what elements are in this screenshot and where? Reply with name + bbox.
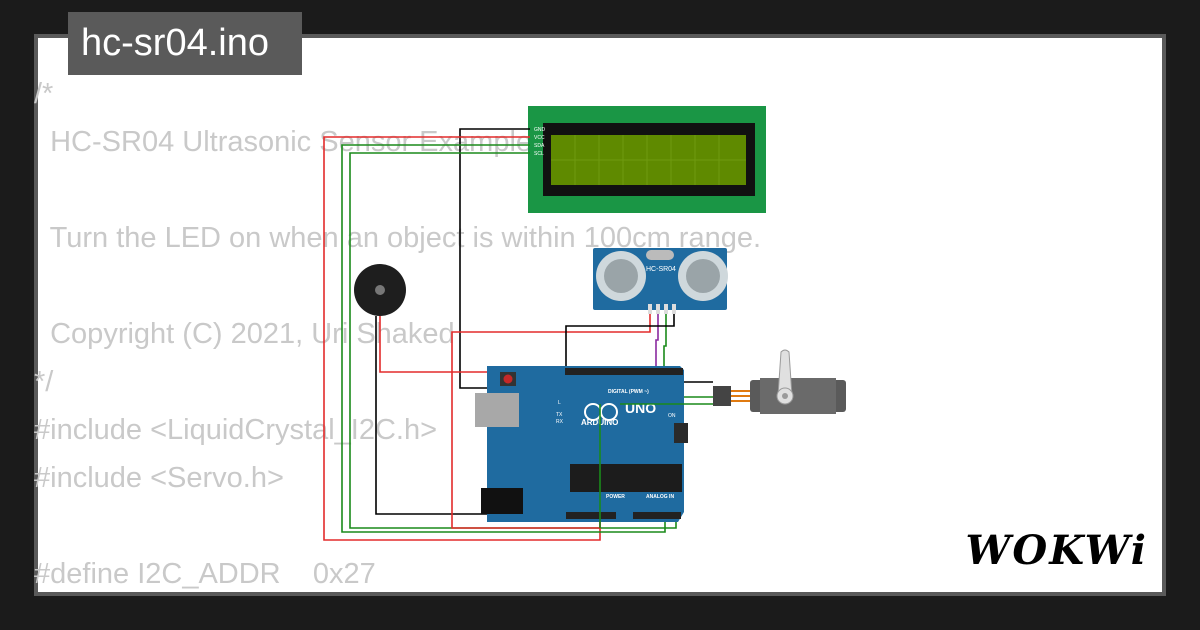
tx-label: TX [556,412,563,418]
wire-sensor-echo[interactable] [663,314,667,370]
sensor-pin-trig [656,304,660,314]
file-tab[interactable]: hc-sr04.ino [68,12,302,75]
rx-label: RX [556,419,564,425]
servo-case [760,378,836,414]
wokwi-logo: WOKWi [965,527,1148,574]
sensor-pin-vcc [648,304,652,314]
code-line: #define I2C_ADDR 0x27 [34,558,376,590]
arduino-logo-icon [600,403,618,421]
code-line: */ [34,366,54,398]
reset-button[interactable] [503,374,513,384]
code-line: /* [34,78,54,110]
servo-connector [713,386,731,406]
wire-sensor-trig[interactable] [655,314,659,370]
on-label: ON [668,413,676,419]
wire-lcd-sda[interactable] [341,144,666,533]
analog-header [633,512,681,519]
servo-motor[interactable] [620,349,846,414]
lcd-character-grid [551,135,746,185]
code-line: #include <LiquidCrystal_I2C.h> [34,414,438,446]
lcd-pin-vcc: VCC [534,135,545,141]
code-line: #include <Servo.h> [34,462,284,494]
buzzer-hole [375,285,385,295]
lcd-pin-sda: SDA [534,143,545,149]
l-label: L [558,400,561,406]
icsp-header [674,423,688,443]
servo-horn[interactable] [777,349,793,397]
power-jack [481,488,523,514]
sensor-pin-gnd [672,304,676,314]
lcd-pin-gnd: GND [534,127,546,133]
ultrasonic-sensor[interactable]: HC-SR04 [593,248,728,314]
sensor-crystal [646,250,674,260]
usb-port [475,393,519,427]
wire-lcd-scl[interactable] [349,152,677,529]
sensor-label: HC-SR04 [646,266,676,273]
sensor-receiver-icon [686,259,720,293]
digital-label: DIGITAL (PWM ~) [608,389,649,395]
analog-label: ANALOG IN [646,494,674,500]
lcd-display[interactable]: GND VCC SDA SCL [528,106,766,213]
lcd-pin-scl: SCL [534,151,544,157]
sensor-pin-echo [664,304,668,314]
arduino-model: UNO [625,400,656,416]
microcontroller-chip [570,464,682,492]
arduino-uno[interactable]: UNO ARDUINO DIGITAL (PWM ~) POWER ANALOG… [475,366,688,522]
servo-screw-icon [782,393,788,399]
power-label: POWER [606,494,625,500]
sensor-transmitter-icon [604,259,638,293]
wire-sensor-gnd[interactable] [565,314,675,388]
power-header [566,512,616,519]
code-line: Turn the LED on when an object is within… [34,222,762,254]
digital-header [565,368,683,375]
wire-buzzer-signal[interactable] [379,316,495,373]
